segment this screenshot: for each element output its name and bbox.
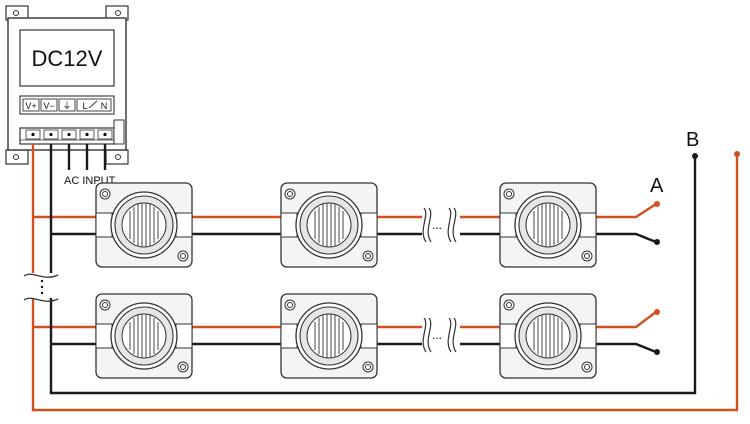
mount-hole-icon [115,154,121,160]
led-module [280,182,378,268]
terminal-a-negative [654,239,660,245]
led-module [95,293,193,379]
point-b-label: B [686,129,699,151]
ground-icon: ⏚ [62,101,71,111]
led-module [95,182,193,268]
positive-feed-wire [31,144,739,412]
mount-hole-icon [115,10,121,16]
wire-end-negative [692,153,698,159]
vertical-dots [40,279,44,295]
gap-dots: ... [432,218,442,232]
power-supply: DC12V V+ V− ⏚ L N [5,5,129,165]
voltage-plate [19,29,115,87]
ac-input-wires [67,144,107,170]
row-end-positive [654,309,660,315]
led-row-1: A ... [95,175,664,268]
mount-tab [5,149,29,165]
break-marker [422,317,457,353]
mount-hole-icon [13,154,19,160]
wire-end-positive [734,151,740,157]
led-module [280,293,378,379]
break-marker [422,207,457,243]
terminal-label-vplus: V+ [25,101,36,111]
negative-feed-wire [49,144,697,395]
terminal-label-n: N [101,101,108,111]
mount-tab [105,149,129,165]
terminal-a-positive [654,201,660,207]
led-row-2: ... [95,293,660,379]
led-module [499,293,597,379]
terminal-label-vminus: V− [43,101,54,111]
led-module [499,182,597,268]
row-end-negative [654,349,660,355]
mount-hole-icon [13,10,19,16]
vertical-break-marker [23,273,59,302]
voltage-label: DC12V [32,46,103,71]
terminal-screws [25,129,113,140]
terminal-label-strip [19,95,115,115]
terminal-labels: V+ V− ⏚ L N [22,98,112,112]
gap-dots: ... [432,328,442,342]
point-a-label: A [650,175,664,197]
terminal-label-l: L [82,101,87,111]
